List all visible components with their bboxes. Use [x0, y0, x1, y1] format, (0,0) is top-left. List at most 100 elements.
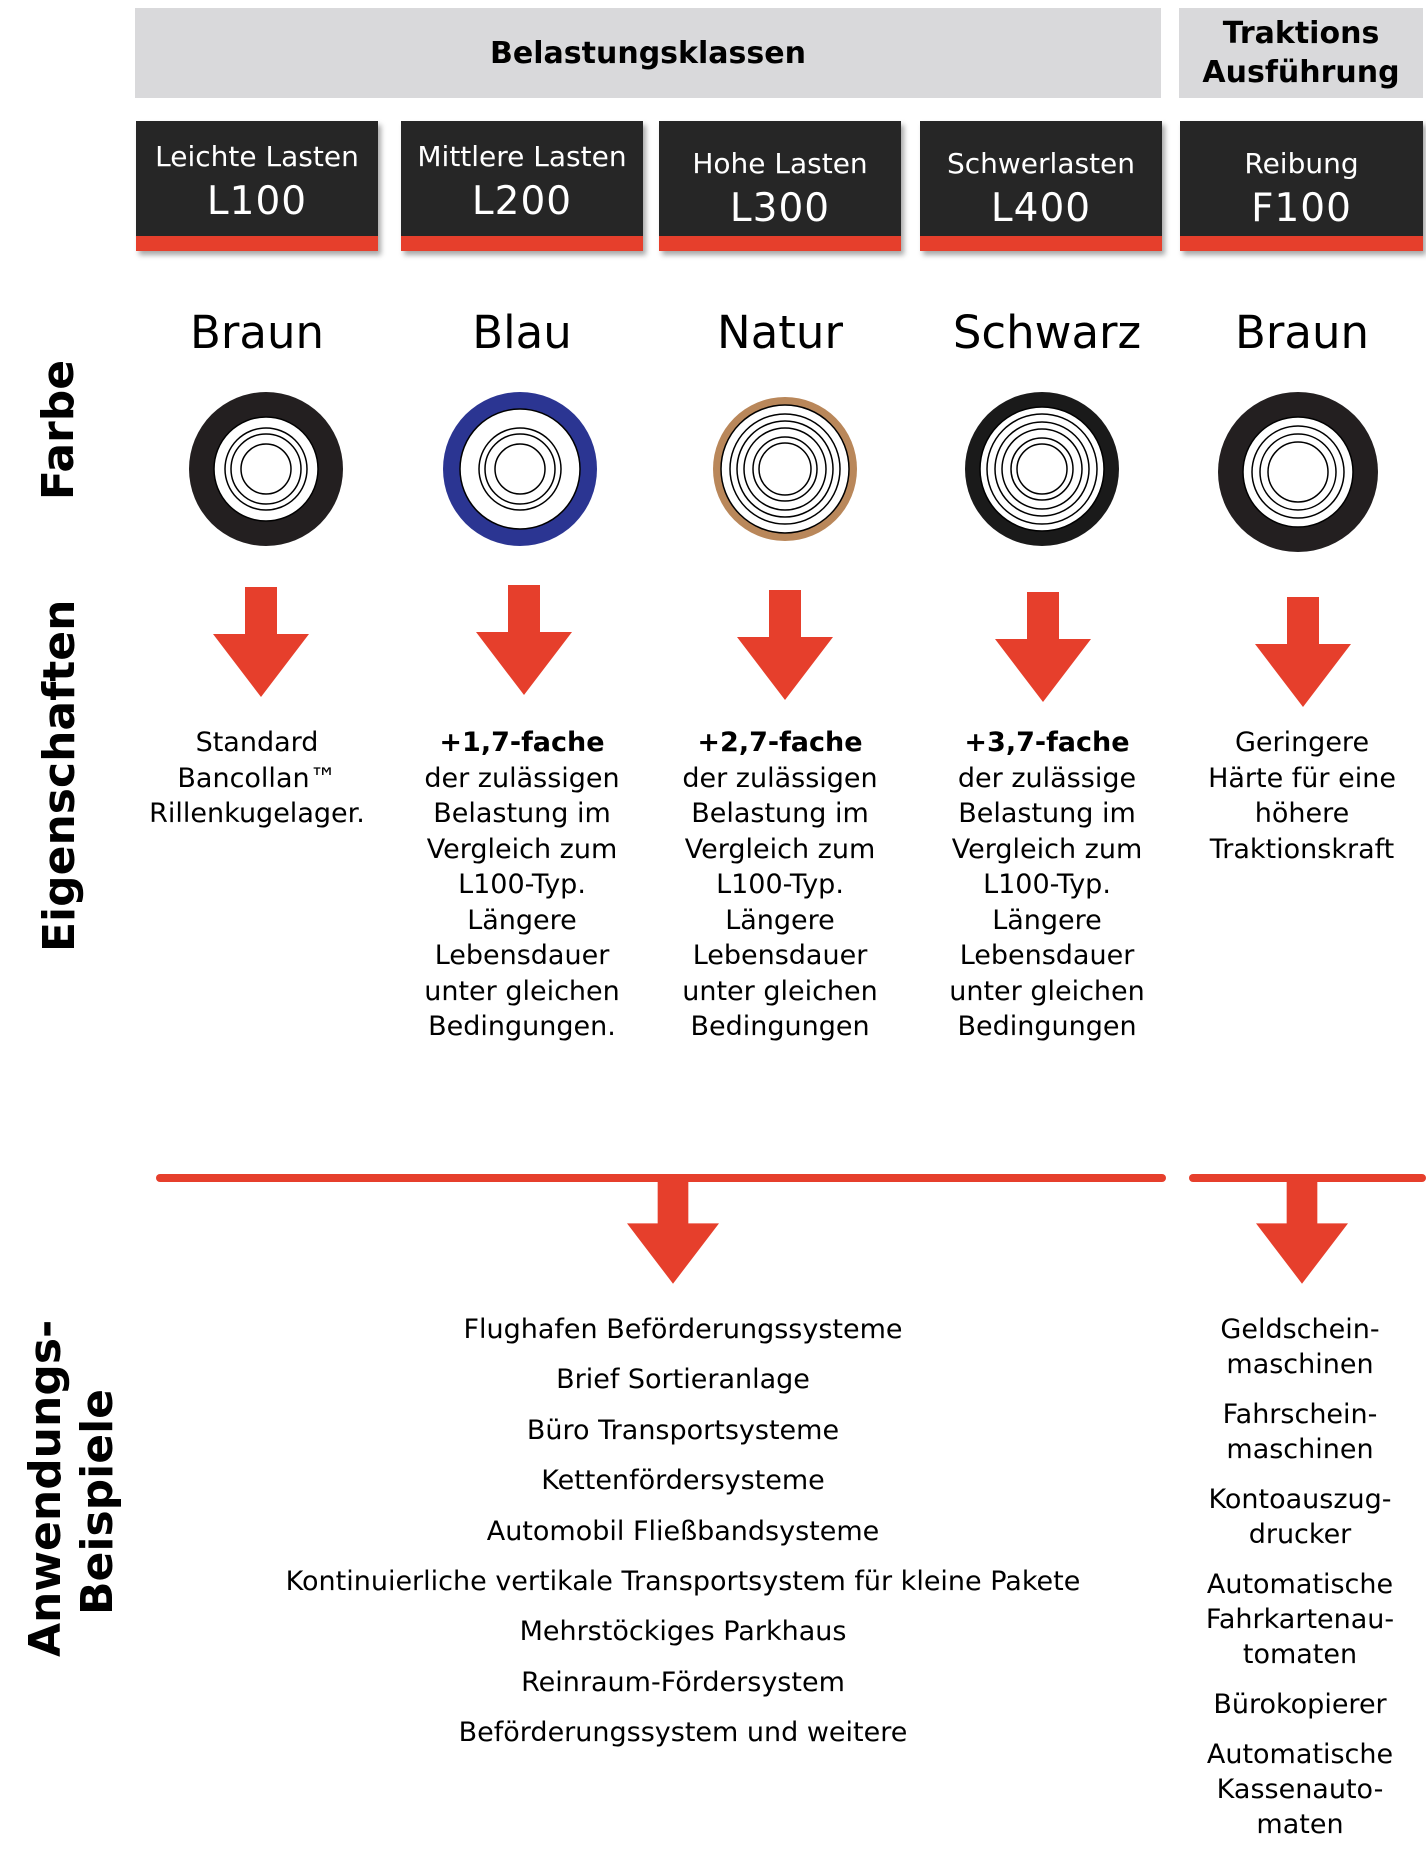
- prop-line: Bedingungen.: [428, 1011, 616, 1042]
- list-item: Automobil Fließbandsysteme: [486, 1515, 880, 1547]
- side-title-farbe-text: Farbe: [33, 359, 84, 501]
- list-item: Fahrschein- maschinen: [1180, 1397, 1420, 1467]
- class-code: L300: [729, 186, 831, 231]
- prop-line: L100-Typ.: [458, 869, 586, 900]
- prop-line: Längere: [467, 904, 577, 936]
- color-name-l300: Natur: [717, 306, 843, 359]
- ring-icon-l300: [713, 397, 857, 541]
- list-item: Mehrstöckiges Parkhaus: [519, 1616, 847, 1648]
- list-item: Büro Transportsysteme: [526, 1414, 840, 1446]
- list-item-line: drucker: [1248, 1519, 1352, 1550]
- class-name: Mittlere Lasten: [417, 140, 627, 173]
- traktion-title-line1: Traktions: [1222, 16, 1380, 51]
- side-title-anwendung: Anwendungs- Beispiele: [20, 1320, 130, 1657]
- properties-l300: +2,7-fache der zulässigen Belastung im V…: [650, 725, 910, 1045]
- list-item-line: maschinen: [1226, 1349, 1374, 1380]
- class-box-l200: Mittlere Lasten L200: [401, 121, 643, 251]
- class-code: L400: [990, 186, 1092, 231]
- prop-line: unter gleichen: [949, 975, 1145, 1007]
- arrow-down-icon: [476, 585, 572, 695]
- list-item: Reinraum-Fördersystem: [521, 1666, 845, 1698]
- arrow-down-icon: [1256, 1178, 1348, 1284]
- ring-icon-l200: [443, 392, 597, 546]
- ring-icon-f100: [1218, 392, 1378, 552]
- side-title-anwendung-line2: Beispiele: [72, 1389, 123, 1615]
- color-name-l400: Schwarz: [952, 306, 1142, 359]
- prop-line: der zulässigen: [682, 762, 878, 794]
- prop-line: der zulässigen: [424, 762, 620, 794]
- traktion-title-line2: Ausführung: [1202, 55, 1400, 90]
- traction-application-list: Geldschein- maschinen Fahrschein- maschi…: [1180, 1312, 1420, 1857]
- ring-icon-l400: [965, 392, 1119, 546]
- prop-line: Längere: [725, 904, 835, 936]
- prop-line: Vergleich zum: [951, 833, 1143, 865]
- prop-line: unter gleichen: [424, 975, 620, 1007]
- arrow-down-icon: [995, 592, 1091, 702]
- side-title-eigenschaften-text: Eigenschaften: [34, 599, 85, 952]
- list-item-line: Kassenauto-: [1216, 1774, 1384, 1805]
- list-item-line: maten: [1256, 1809, 1344, 1840]
- list-item-line: tomaten: [1242, 1639, 1358, 1670]
- class-code: F100: [1251, 186, 1352, 231]
- prop-line: Traktionskraft: [1209, 833, 1395, 865]
- ring-icon-l100: [189, 392, 343, 546]
- class-box-l100: Leichte Lasten L100: [136, 121, 378, 251]
- traktion-header: Traktions Ausführung: [1179, 8, 1423, 98]
- class-box-l300: Hohe Lasten L300: [659, 121, 901, 251]
- list-item: Geldschein- maschinen: [1180, 1312, 1420, 1382]
- class-name: Hohe Lasten: [692, 147, 868, 180]
- belastungsklassen-header: Belastungsklassen: [135, 8, 1161, 98]
- properties-l400: +3,7-fache der zulässige Belastung im Ve…: [917, 725, 1177, 1045]
- divider-line-traktion: [1189, 1174, 1426, 1182]
- list-item: Kontoauszug- drucker: [1180, 1482, 1420, 1552]
- prop-line: Lebensdauer: [959, 940, 1135, 971]
- properties-l100: Standard Bancollan™ Rillenkugelager.: [127, 725, 387, 832]
- prop-line: Rillenkugelager.: [149, 798, 365, 829]
- prop-line: Lebensdauer: [434, 940, 610, 971]
- list-item-line: Automatische: [1206, 1739, 1394, 1770]
- application-list: Flughafen Beförderungssysteme Brief Sort…: [263, 1305, 1103, 1759]
- prop-line: Belastung im: [958, 798, 1136, 829]
- color-name-f100: Braun: [1235, 306, 1369, 359]
- properties-f100: Geringere Härte für eine höhere Traktion…: [1172, 725, 1426, 867]
- list-item-line: Automatische: [1206, 1569, 1394, 1600]
- class-code: L200: [471, 179, 573, 224]
- arrow-down-icon: [213, 587, 309, 697]
- prop-line: der zulässige: [957, 762, 1137, 794]
- divider-line-belastung: [156, 1174, 1166, 1182]
- prop-line: Härte für eine: [1208, 762, 1396, 794]
- color-name-l100: Braun: [190, 306, 324, 359]
- list-item-line: Fahrkartenau-: [1205, 1604, 1395, 1635]
- properties-l200: +1,7-fache der zulässigen Belastung im V…: [392, 725, 652, 1045]
- prop-line: Vergleich zum: [426, 833, 618, 865]
- side-title-eigenschaften: Eigenschaften: [30, 600, 90, 952]
- prop-line: L100-Typ.: [983, 869, 1111, 900]
- list-item: Automatische Kassenauto- maten: [1180, 1737, 1420, 1842]
- list-item-line: Geldschein-: [1220, 1314, 1380, 1345]
- belastungsklassen-title: Belastungsklassen: [490, 35, 806, 71]
- prop-highlight: +3,7-fache: [964, 727, 1130, 758]
- class-name: Leichte Lasten: [155, 140, 359, 173]
- prop-line: Bedingungen: [957, 1011, 1137, 1042]
- prop-line: Standard: [195, 727, 319, 758]
- prop-line: höhere: [1254, 798, 1350, 829]
- prop-line: Lebensdauer: [692, 940, 868, 971]
- list-item-line: Bürokopierer: [1213, 1689, 1387, 1720]
- prop-line: Belastung im: [691, 798, 869, 829]
- list-item-line: Kontoauszug-: [1208, 1484, 1392, 1515]
- list-item: Bürokopierer: [1180, 1687, 1420, 1722]
- list-item-line: Fahrschein-: [1222, 1399, 1378, 1430]
- arrow-down-icon: [1255, 597, 1351, 707]
- list-item: Beförderungssystem und weitere: [458, 1717, 908, 1749]
- prop-line: Belastung im: [433, 798, 611, 829]
- color-name-l200: Blau: [472, 306, 572, 359]
- list-item: Automatische Fahrkartenau- tomaten: [1180, 1567, 1420, 1672]
- prop-line: Bedingungen: [690, 1011, 870, 1042]
- arrow-down-icon: [627, 1178, 719, 1284]
- prop-line: Geringere: [1234, 727, 1370, 758]
- class-name: Schwerlasten: [946, 147, 1136, 180]
- prop-highlight: +1,7-fache: [439, 727, 605, 758]
- prop-line: Bancollan™: [177, 762, 337, 794]
- class-box-f100: Reibung F100: [1180, 121, 1423, 251]
- prop-line: Längere: [992, 904, 1102, 936]
